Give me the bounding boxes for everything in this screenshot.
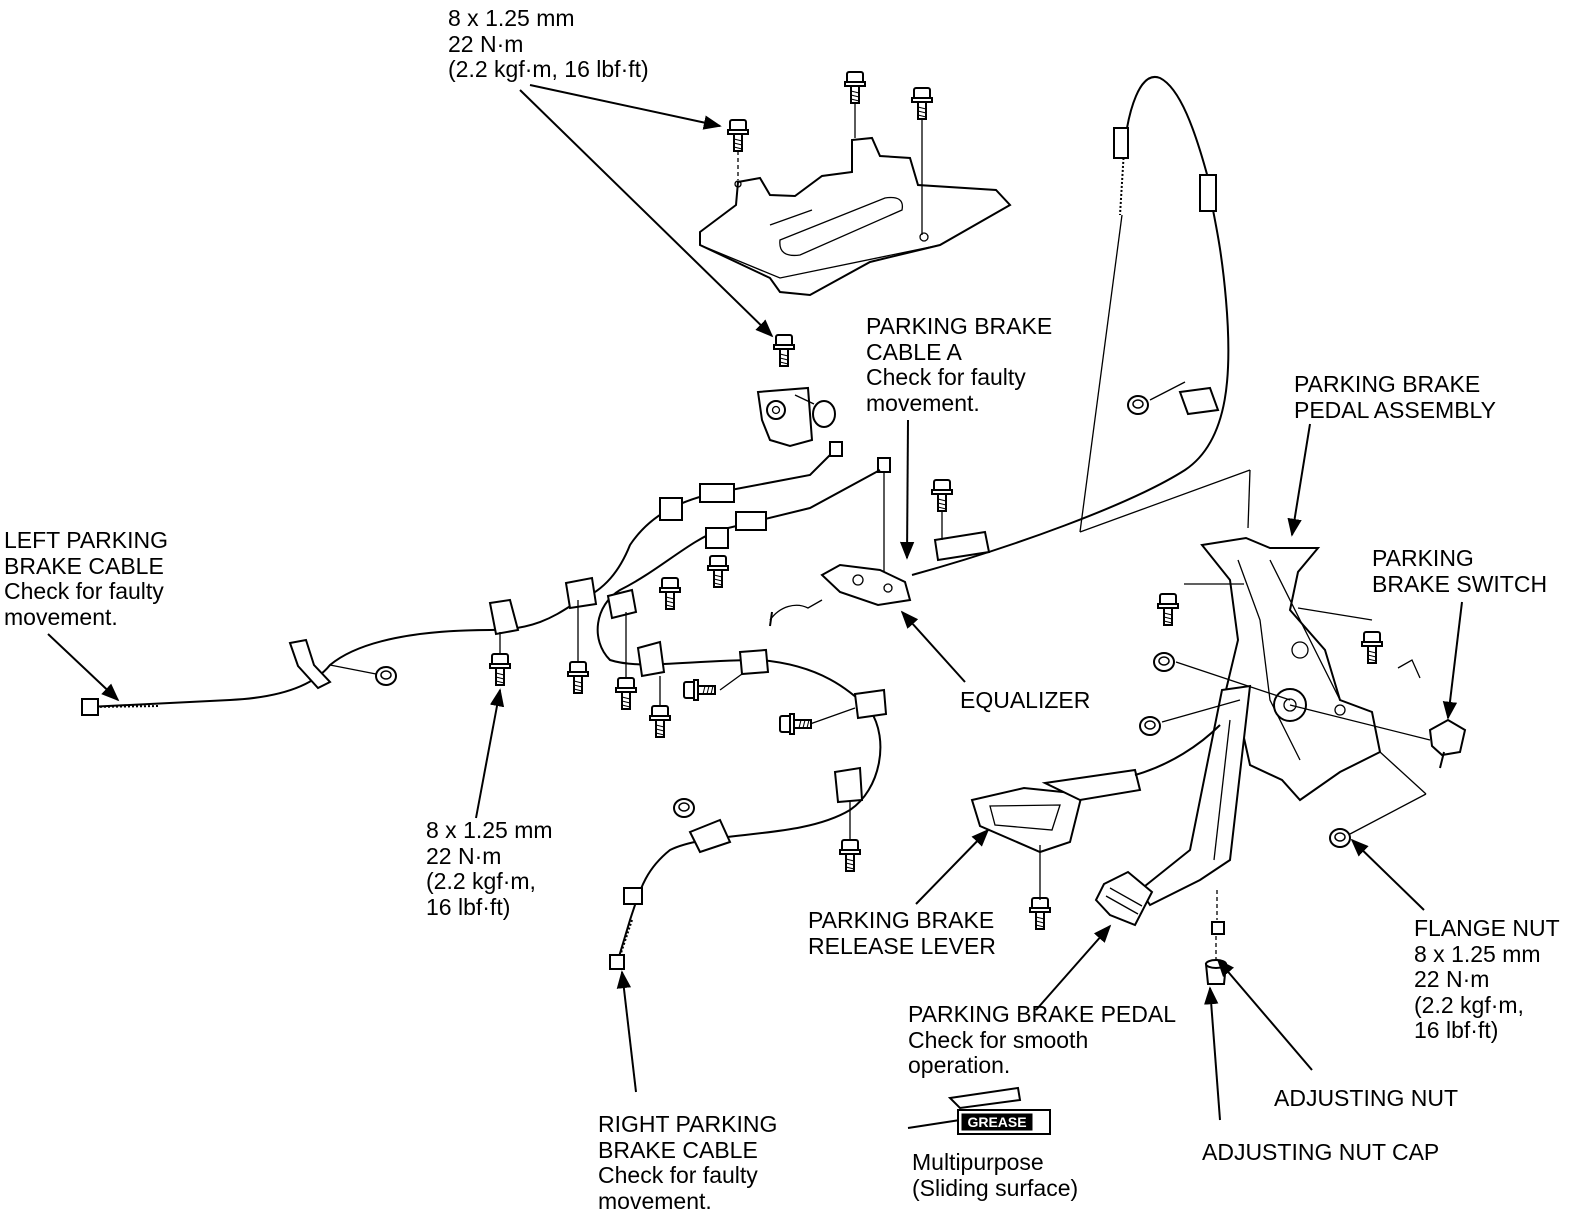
- adjusting-nut-cap-icon: [1204, 959, 1228, 985]
- grease-icon: GREASE: [907, 1086, 1051, 1135]
- nut-icon: [1139, 716, 1161, 736]
- bolt-icon: [707, 555, 729, 588]
- left-parking-brake-cable: [81, 441, 843, 716]
- bolt-icon: [649, 705, 671, 738]
- pedal-assembly-label: PARKING BRAKE PEDAL ASSEMBLY: [1294, 371, 1496, 423]
- right-parking-brake-cable: [596, 469, 888, 970]
- parking-brake-switch: [1397, 659, 1467, 769]
- parking-brake-cable-a-label: PARKING BRAKE CABLE A Check for faulty m…: [866, 313, 1053, 416]
- parking-brake-pedal: [1094, 870, 1154, 927]
- bolt-icon: [615, 677, 637, 710]
- adjusting-nut-cap-label: ADJUSTING NUT CAP: [1202, 1139, 1440, 1165]
- brake-switch-label: PARKING BRAKE SWITCH: [1372, 545, 1548, 597]
- torque-spec-top: 8 x 1.25 mm 22 N·m (2.2 kgf·m, 16 lbf·ft…: [448, 5, 649, 82]
- leader-lines: [47, 84, 1463, 1121]
- grease-note-label: Multipurpose (Sliding surface): [912, 1149, 1079, 1201]
- bolt-icon: [727, 119, 749, 152]
- nut-icon: [673, 798, 695, 818]
- torque-spec-mid: 8 x 1.25 mm 22 N·m (2.2 kgf·m, 16 lbf·ft…: [426, 817, 553, 920]
- right-cable-label: RIGHT PARKING BRAKE CABLE Check for faul…: [598, 1111, 778, 1214]
- bolt-icon: [1157, 593, 1179, 626]
- bolt-icon: [1361, 631, 1383, 664]
- parking-brake-cable-a: [911, 75, 1230, 576]
- cable-clamp: [756, 386, 836, 448]
- bolt-icon: [931, 479, 953, 512]
- bolt-icon: [773, 334, 795, 367]
- bolt-icon: [659, 577, 681, 610]
- bolt-icon: [844, 71, 866, 104]
- brake-pedal-label: PARKING BRAKE PEDAL Check for smooth ope…: [908, 1001, 1176, 1078]
- bolt-icon: [489, 653, 511, 686]
- nut-icon: [1153, 652, 1175, 672]
- cable-guide-plate: [699, 136, 1012, 297]
- adjusting-nut-label: ADJUSTING NUT: [1274, 1085, 1458, 1111]
- parking-brake-release-lever: [970, 724, 1221, 854]
- bolt-icon: [1029, 897, 1051, 930]
- bolt-icon: [567, 661, 589, 694]
- flange-nut-label: FLANGE NUT 8 x 1.25 mm 22 N·m (2.2 kgf·m…: [1414, 915, 1560, 1043]
- grease-text: GREASE: [967, 1114, 1026, 1130]
- parking-brake-pedal-assembly: [1138, 536, 1382, 907]
- bolt-icon: [683, 679, 716, 701]
- adjusting-nut-icon: [1211, 921, 1225, 935]
- flange-nut-icon: [1329, 828, 1351, 848]
- nut-icon: [375, 666, 397, 686]
- bolt-icon: [779, 713, 812, 735]
- bolt-icon: [911, 87, 933, 120]
- release-lever-label: PARKING BRAKE RELEASE LEVER: [808, 907, 996, 959]
- equalizer-label: EQUALIZER: [960, 687, 1091, 713]
- bolt-icon: [839, 839, 861, 872]
- equalizer: [769, 563, 912, 627]
- left-cable-label: LEFT PARKING BRAKE CABLE Check for fault…: [4, 527, 169, 630]
- nut-icon: [1127, 395, 1149, 415]
